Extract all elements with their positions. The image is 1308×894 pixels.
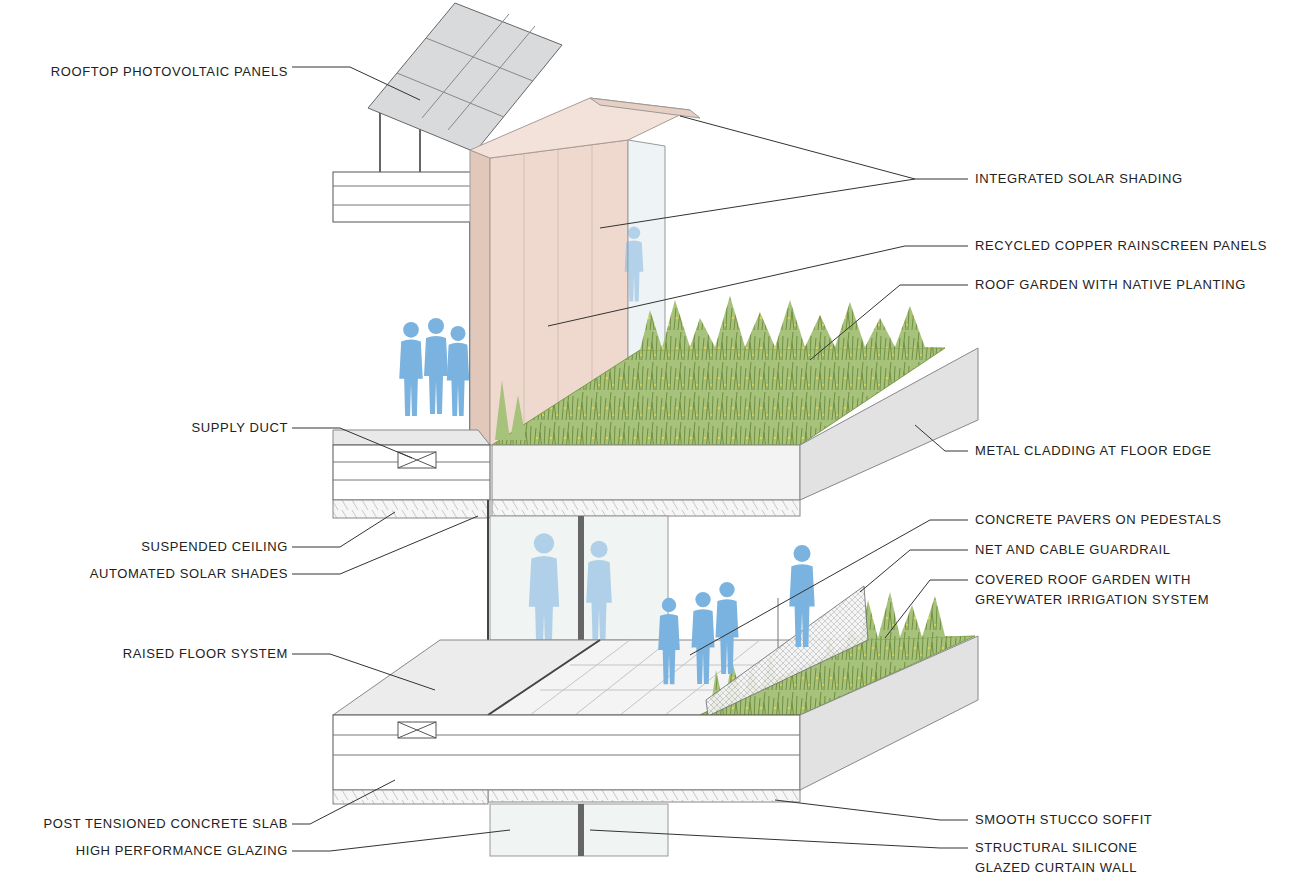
leader-line: [292, 830, 510, 851]
pv-grid: [397, 14, 535, 130]
soffit: [488, 790, 800, 802]
grass-crown: [640, 296, 945, 350]
mullion: [578, 804, 584, 856]
person-figure: [789, 545, 814, 647]
leader-line: [590, 830, 968, 848]
callout-label: HIGH PERFORMANCE GLAZING: [76, 843, 288, 859]
callout-label: ROOF GARDEN WITH NATIVE PLANTING: [975, 277, 1246, 293]
slab-line: [333, 755, 800, 756]
roof-slab: [333, 172, 473, 222]
solar-shade-fin: [590, 98, 700, 118]
person-figure: [625, 227, 644, 302]
slab-line: [333, 480, 490, 481]
slab-line: [333, 186, 473, 187]
person-figure: [658, 598, 680, 684]
person-figure: [529, 533, 559, 655]
supply-duct: [398, 722, 436, 738]
leader-line: [775, 800, 968, 820]
callout-label: METAL CLADDING AT FLOOR EDGE: [975, 443, 1212, 459]
leader-line: [292, 512, 395, 547]
metal-cladding: [800, 348, 978, 500]
mullion: [578, 516, 584, 640]
glazing-base: [488, 640, 600, 715]
floor-slab: [333, 445, 490, 500]
post-tensioned-slab: [333, 715, 800, 790]
leader-line: [690, 520, 968, 655]
pv-support: [379, 112, 381, 172]
person-figure: [447, 326, 470, 416]
slab-line: [333, 205, 473, 206]
leader-line: [885, 580, 968, 638]
curtain-wall-glass: [490, 516, 668, 640]
grass-crown: [495, 380, 526, 440]
leader-line: [292, 516, 478, 574]
callout-label: INTEGRATED SOLAR SHADING: [975, 171, 1183, 187]
metal-cladding: [492, 445, 800, 500]
ceiling: [333, 790, 488, 804]
callout-label: SUPPLY DUCT: [192, 420, 288, 436]
duct-cross: [398, 722, 436, 738]
ceiling: [333, 500, 490, 518]
callout-label: COVERED ROOF GARDEN WITH GREYWATER IRRIG…: [975, 570, 1247, 610]
leader-line: [600, 116, 968, 228]
leader-line: [292, 67, 420, 100]
soffit: [492, 500, 800, 516]
person-figure: [715, 582, 738, 674]
leader-line: [915, 425, 968, 451]
copper-side: [470, 150, 490, 445]
leader-line: [292, 428, 412, 458]
callout-label: RECYCLED COPPER RAINSCREEN PANELS: [975, 238, 1267, 254]
leader-line: [292, 780, 395, 824]
callout-label: SMOOTH STUCCO SOFFIT: [975, 812, 1152, 828]
curtain-wall-glass: [490, 804, 668, 856]
callout-label: POST TENSIONED CONCRETE SLAB: [43, 816, 288, 832]
leader-line: [292, 654, 435, 690]
callout-label: ROOFTOP PHOTOVOLTAIC PANELS: [51, 64, 288, 80]
person-figure: [586, 541, 612, 643]
leader-line: [810, 285, 968, 360]
person-figure: [424, 318, 448, 414]
leader-line: [860, 550, 968, 592]
callout-label: STRUCTURAL SILICONE GLAZED CURTAIN WALL: [975, 838, 1185, 878]
person-figure: [399, 322, 423, 416]
person-figure: [691, 592, 714, 684]
leader-line: [548, 246, 968, 326]
grass-crown: [860, 592, 975, 640]
callout-label: NET AND CABLE GUARDRAIL: [975, 542, 1171, 558]
callout-label: SUSPENDED CEILING: [141, 539, 288, 555]
callout-label: AUTOMATED SOLAR SHADES: [90, 566, 288, 582]
callout-label: RAISED FLOOR SYSTEM: [123, 646, 288, 662]
metal-cladding: [800, 636, 978, 790]
callout-label: CONCRETE PAVERS ON PEDESTALS: [975, 512, 1222, 528]
floor-top: [333, 430, 490, 445]
